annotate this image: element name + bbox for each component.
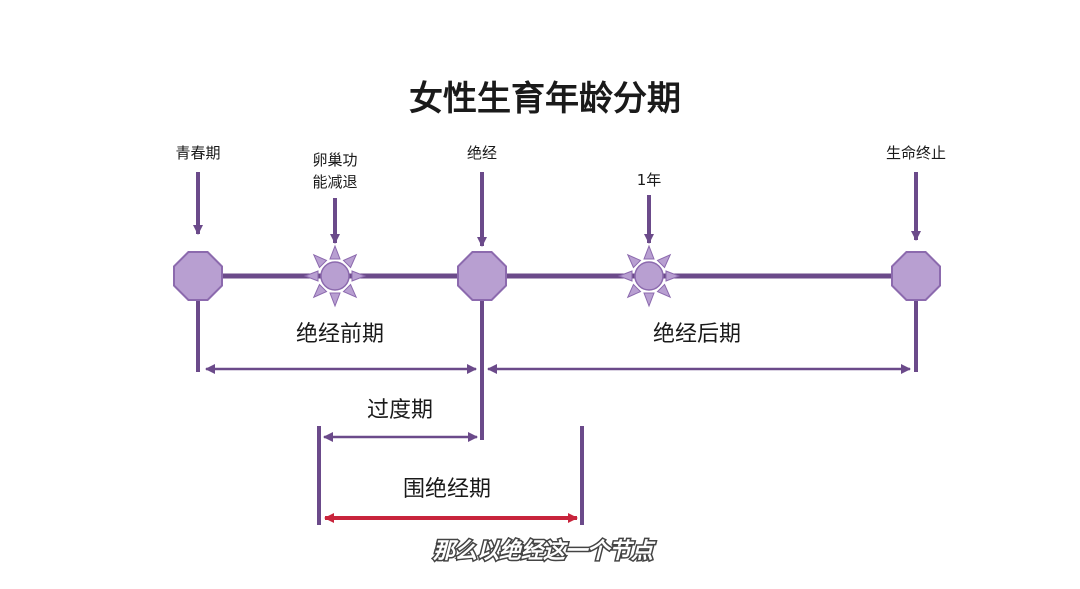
period-label-transition: 过度期 [367,398,433,423]
event-label-puberty: 青春期 [175,144,220,162]
octagon-node-end-of-life [891,251,941,301]
event-label-end-of-life: 生命终止 [886,144,946,162]
video-subtitle: 那么以绝经这一个节点 [433,538,656,564]
period-label-premenopause: 绝经前期 [296,322,384,347]
event-label-one-year: 1年 [637,171,662,189]
event-label-menopause: 绝经 [467,144,497,162]
sun-node-one-year [617,244,681,308]
octagon-node-puberty [173,251,223,301]
period-label-perimenopause: 围绝经期 [403,477,491,502]
sun-node-ovarian-decline [303,244,367,308]
event-label-ovarian-decline-line2: 能减退 [312,173,357,191]
diagram-title: 女性生育年龄分期 [409,79,681,119]
event-label-ovarian-decline-line1: 卵巢功 [312,151,357,169]
octagon-node-menopause [457,251,507,301]
period-label-postmenopause: 绝经后期 [653,322,741,347]
